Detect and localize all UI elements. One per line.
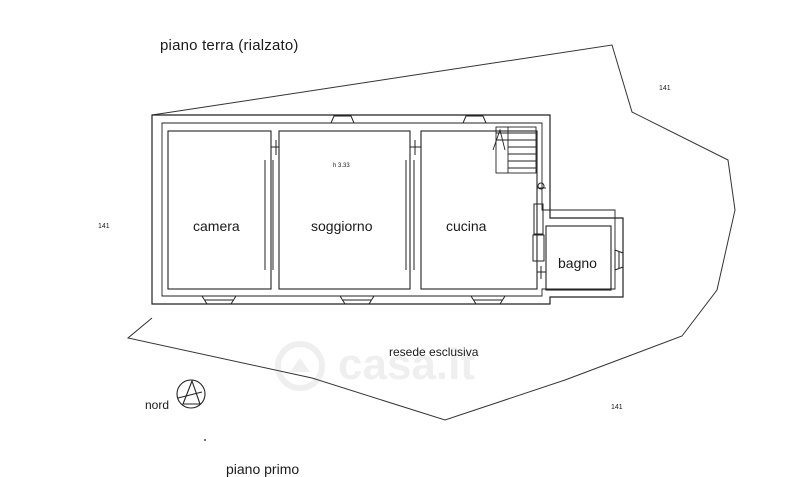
room-label-bagno: bagno <box>558 255 597 271</box>
parcel-label-west: 141 <box>98 223 110 230</box>
next-floor-label: piano primo <box>226 461 300 477</box>
room-label-soggiorno: soggiorno <box>311 218 373 234</box>
room-label-cucina: cucina <box>446 218 487 234</box>
parcel-boundary <box>126 44 736 421</box>
north-windows <box>330 115 487 124</box>
watermark-logo-icon <box>275 341 325 391</box>
room-outlines <box>167 130 612 291</box>
watermark-text: casa.it <box>338 340 475 389</box>
cucina-outline <box>420 130 538 290</box>
bagno-outline <box>545 225 612 291</box>
watermark: casa.it <box>270 336 540 396</box>
building-walls <box>151 114 624 305</box>
soggiorno-outline <box>278 130 411 290</box>
floor-title: piano terra (rialzato) <box>160 37 299 54</box>
north-label: nord <box>145 398 170 412</box>
staircase <box>492 126 537 174</box>
camera-outline <box>167 130 272 290</box>
height-note: h 3.33 <box>333 163 350 169</box>
south-windows <box>201 295 506 305</box>
drawing-dot <box>204 439 206 441</box>
bagno-window <box>614 249 624 271</box>
kitchen-fixtures <box>532 182 545 262</box>
parcel-label-north: 141 <box>659 85 671 92</box>
north-arrow-icon <box>176 379 206 409</box>
parcel-label-south: 141 <box>611 404 623 411</box>
yard-label: resede esclusiva <box>389 345 479 359</box>
room-label-camera: camera <box>193 218 240 234</box>
door-marks <box>264 140 546 279</box>
